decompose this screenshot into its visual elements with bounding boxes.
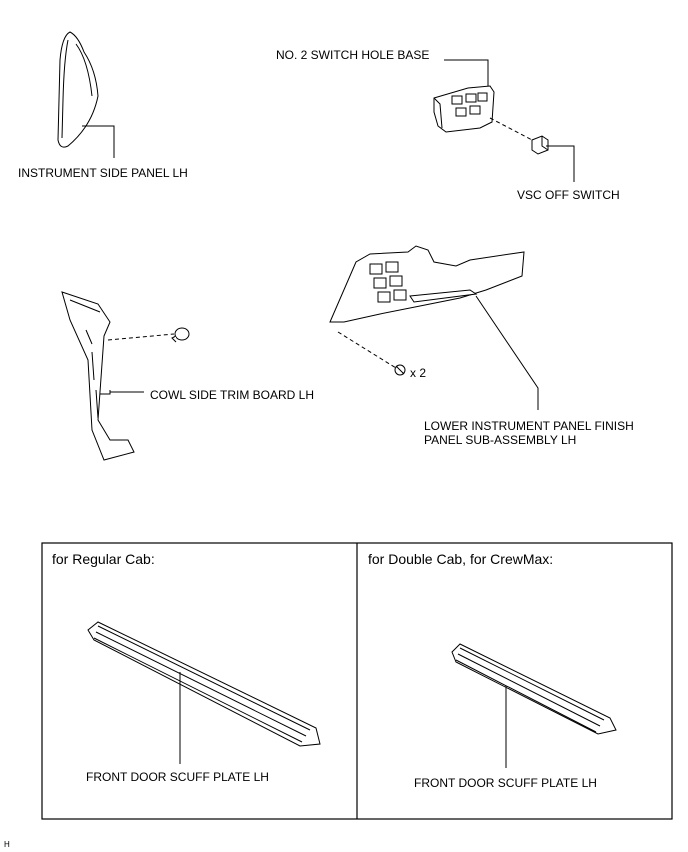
header-double-cab: for Double Cab, for CrewMax: xyxy=(368,551,554,567)
label-switch-hole-base: NO. 2 SWITCH HOLE BASE xyxy=(276,48,430,62)
label-scuff-plate-double: FRONT DOOR SCUFF PLATE LH xyxy=(414,776,597,790)
lower-instrument-panel xyxy=(329,245,525,323)
label-cowl-side-trim: COWL SIDE TRIM BOARD LH xyxy=(150,388,315,402)
cowl-side-trim-board xyxy=(61,291,135,461)
label-lower-panel-line1: LOWER INSTRUMENT PANEL FINISH xyxy=(424,419,634,433)
assembly-line-screw xyxy=(337,331,397,369)
label-instrument-side-panel: INSTRUMENT SIDE PANEL LH xyxy=(18,166,188,180)
switch-hole-base xyxy=(433,85,495,133)
label-screw-qty: x 2 xyxy=(410,366,427,380)
assembly-line-vsc xyxy=(489,117,533,141)
vsc-off-switch xyxy=(531,135,549,155)
leader-switch-base xyxy=(444,59,489,86)
scuff-plate-double xyxy=(451,643,617,735)
instrument-side-panel xyxy=(57,31,99,148)
clip xyxy=(171,327,190,343)
label-vsc-off-switch: VSC OFF SWITCH xyxy=(517,188,620,202)
assembly-line-clip xyxy=(107,333,175,341)
screw xyxy=(394,364,406,376)
label-lower-panel-line2: PANEL SUB-ASSEMBLY LH xyxy=(424,433,577,447)
corner-mark: H xyxy=(4,840,10,849)
header-regular-cab: for Regular Cab: xyxy=(52,551,155,567)
leader-vsc xyxy=(546,145,575,182)
scuff-plate-regular xyxy=(87,621,321,747)
label-scuff-plate-regular: FRONT DOOR SCUFF PLATE LH xyxy=(86,770,269,784)
leader-side-panel xyxy=(82,125,115,158)
leader-cowl xyxy=(100,390,111,395)
leader-lower-panel xyxy=(475,295,539,410)
